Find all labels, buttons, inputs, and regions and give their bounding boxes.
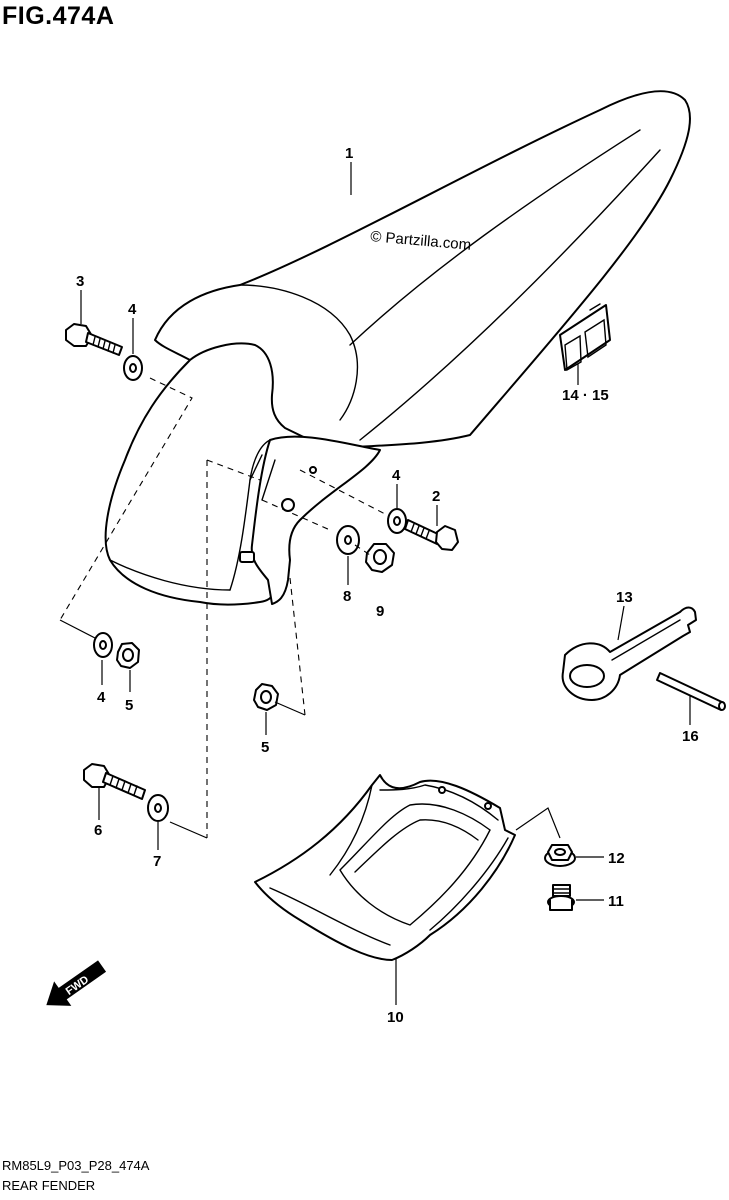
washer-part-7[interactable] — [147, 794, 169, 822]
washer-part-4-upper[interactable] — [123, 355, 143, 381]
callout-12: 12 — [608, 850, 625, 867]
callout-11: 11 — [608, 893, 624, 910]
rod-part-16[interactable] — [656, 672, 726, 711]
bolt-part-11[interactable] — [547, 884, 575, 911]
callout-16: 16 — [682, 728, 699, 745]
callout-4-upper: 4 — [128, 301, 137, 318]
flange-nut-part-12[interactable] — [544, 844, 576, 867]
bolt-part-6[interactable] — [83, 763, 146, 800]
washer-part-8[interactable] — [336, 525, 360, 555]
callout-5-left: 5 — [125, 697, 133, 714]
callout-8: 8 — [343, 588, 351, 605]
callout-leaders — [80, 162, 691, 1005]
decal-label-part[interactable] — [559, 303, 611, 372]
figure-title: FIG.474A — [2, 2, 115, 30]
washer-part-4-lower[interactable] — [93, 632, 113, 658]
wrench-part-13[interactable] — [561, 606, 697, 701]
callout-10: 10 — [387, 1009, 404, 1026]
callout-1: 1 — [345, 145, 353, 162]
washer-part-4-middle[interactable] — [387, 508, 407, 534]
assembly-lines — [59, 377, 561, 839]
diagram-code: RM85L9_P03_P28_474A — [2, 1158, 150, 1173]
callout-13: 13 — [616, 589, 633, 606]
callout-6: 6 — [94, 822, 102, 839]
callout-5-middle: 5 — [261, 739, 269, 756]
callout-2: 2 — [432, 488, 440, 505]
callout-14-15: 14 · 15 — [562, 387, 609, 404]
nut-part-9[interactable] — [365, 543, 395, 573]
callout-3: 3 — [76, 273, 84, 290]
callout-7: 7 — [153, 853, 161, 870]
diagram-name: REAR FENDER — [2, 1178, 96, 1193]
callout-4-middle: 4 — [392, 467, 401, 484]
nut-part-5-middle[interactable] — [253, 683, 279, 711]
callout-9: 9 — [376, 603, 384, 620]
callout-4-lower: 4 — [97, 689, 106, 706]
mud-guard-part-10[interactable] — [254, 774, 516, 961]
fwd-arrow-icon: FWD — [46, 960, 107, 1006]
bolt-part-3[interactable] — [65, 323, 123, 356]
nut-part-5-left[interactable] — [116, 642, 140, 669]
bolt-part-2[interactable] — [404, 519, 459, 551]
rear-fender-part[interactable] — [104, 90, 691, 606]
